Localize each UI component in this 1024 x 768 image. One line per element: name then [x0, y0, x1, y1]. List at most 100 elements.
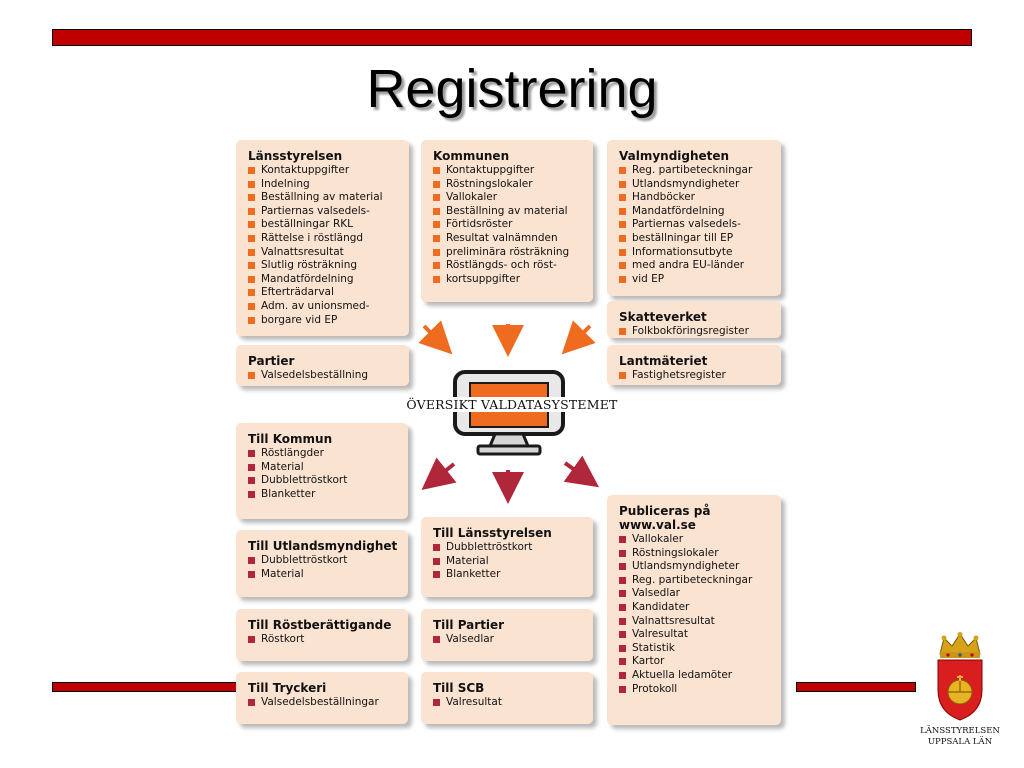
- list-item: Mandatfördelning: [248, 273, 403, 287]
- box-title: Till Utlandsmyndighet: [248, 539, 398, 553]
- list-item: Fastighetsregister: [619, 369, 775, 383]
- arrow-out-left: [421, 457, 457, 490]
- box-title: Skatteverket: [619, 310, 707, 324]
- list-item: Efterträdarval: [248, 286, 403, 300]
- box-title: Publiceras på www.val.se: [619, 504, 711, 532]
- list-item: Valsedlar: [433, 633, 587, 647]
- arrow-out-right: [563, 455, 600, 488]
- list-item: Kandidater: [619, 601, 775, 615]
- box-item-list: Valsedlar: [433, 633, 587, 647]
- list-item: Rättelse i röstlängd: [248, 232, 403, 246]
- crest-caption-line-1: LÄNSSTYRELSEN: [920, 726, 1000, 736]
- list-item: borgare vid EP: [248, 314, 403, 328]
- list-item: Vallokaler: [619, 533, 775, 547]
- list-item: Protokoll: [619, 683, 775, 697]
- list-item: Röstningslokaler: [619, 547, 775, 561]
- box-item-list: Valsedelsbeställningar: [248, 696, 402, 710]
- monitor-icon: [453, 370, 565, 456]
- list-item: Material: [433, 555, 587, 569]
- crest-logo: [937, 632, 983, 721]
- arrow-in-left: [418, 320, 453, 355]
- box-title: Valmyndigheten: [619, 149, 730, 163]
- box-title: Till Partier: [433, 618, 505, 632]
- center-label: ÖVERSIKT VALDATASYSTEMET: [372, 397, 652, 412]
- list-item: Kartor: [619, 655, 775, 669]
- list-item: Partiernas valsedels-: [248, 205, 403, 219]
- box-item-list: Fastighetsregister: [619, 369, 775, 383]
- list-item: Reg. partibeteckningar: [619, 574, 775, 588]
- list-item: Valresultat: [433, 696, 587, 710]
- bottom-red-bar-right: [796, 682, 916, 692]
- list-item: kortsuppgifter: [433, 273, 587, 287]
- list-item: Valsedlar: [619, 587, 775, 601]
- list-item: Valnattsresultat: [619, 615, 775, 629]
- list-item: Dubblettröstkort: [248, 554, 402, 568]
- top-red-bar: [52, 29, 972, 46]
- list-item: Röstlängds- och röst-: [433, 259, 587, 273]
- list-item: Valsedelsbeställningar: [248, 696, 402, 710]
- box-title: Lantmäteriet: [619, 354, 708, 368]
- list-item: Röstkort: [248, 633, 402, 647]
- box-item-list: Valresultat: [433, 696, 587, 710]
- list-item: beställningar RKL: [248, 218, 403, 232]
- list-item: med andra EU-länder: [619, 259, 775, 273]
- box-item-list: Valsedelsbeställning: [248, 369, 403, 383]
- list-item: Mandatfördelning: [619, 205, 775, 219]
- box-title: Partier: [248, 354, 295, 368]
- list-item: vid EP: [619, 273, 775, 287]
- list-item: Förtidsröster: [433, 218, 587, 232]
- list-item: Aktuella ledamöter: [619, 669, 775, 683]
- list-item: Folkbokföringsregister: [619, 325, 775, 339]
- box-title: Till Tryckeri: [248, 681, 327, 695]
- box-title: Till Länsstyrelsen: [433, 526, 552, 540]
- list-item: Utlandsmyndigheter: [619, 560, 775, 574]
- list-item: Statistik: [619, 642, 775, 656]
- list-item: preliminära rösträkning: [433, 246, 587, 260]
- list-item: Material: [248, 568, 402, 582]
- list-item: Partiernas valsedels-: [619, 218, 775, 232]
- box-title: Kommunen: [433, 149, 510, 163]
- list-item: Vallokaler: [433, 191, 587, 205]
- box-item-list: Röstkort: [248, 633, 402, 647]
- list-item: Adm. av unionsmed-: [248, 300, 403, 314]
- list-item: Material: [248, 461, 402, 475]
- box-title: Till SCB: [433, 681, 485, 695]
- list-item: Blanketter: [433, 568, 587, 582]
- list-item: Beställning av material: [248, 191, 403, 205]
- box-item-list: Folkbokföringsregister: [619, 325, 775, 339]
- arrow-in-right: [561, 320, 596, 355]
- list-item: Utlandsmyndigheter: [619, 178, 775, 192]
- box-title: Till Röstberättigande: [248, 618, 392, 632]
- list-item: Kontaktuppgifter: [433, 164, 587, 178]
- list-item: Röstningslokaler: [433, 178, 587, 192]
- list-item: Kontaktuppgifter: [248, 164, 403, 178]
- list-item: Valsedelsbeställning: [248, 369, 403, 383]
- list-item: Slutlig rösträkning: [248, 259, 403, 273]
- list-item: Indelning: [248, 178, 403, 192]
- list-item: Valresultat: [619, 628, 775, 642]
- list-item: Informationsutbyte: [619, 246, 775, 260]
- slide-title: Registrering: [366, 59, 658, 119]
- list-item: Resultat valnämnden: [433, 232, 587, 246]
- list-item: Röstlängder: [248, 447, 402, 461]
